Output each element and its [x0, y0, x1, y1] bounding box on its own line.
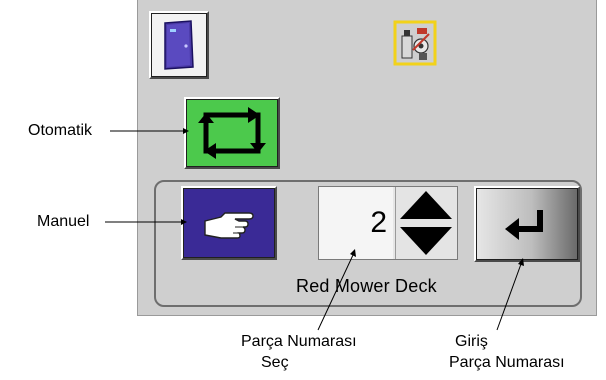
- arrow-up-icon[interactable]: [400, 191, 452, 219]
- callout-enter-line1: Giriş: [455, 333, 488, 350]
- enter-part-number-button[interactable]: [474, 186, 580, 262]
- arrow-down-icon[interactable]: [400, 227, 452, 255]
- callout-manual: Manuel: [37, 213, 90, 230]
- cycle-arrows-icon: [198, 107, 266, 159]
- part-number-selector: 2: [318, 186, 458, 260]
- callout-automatic: Otomatik: [28, 122, 93, 139]
- deck-control-group: [154, 180, 582, 307]
- part-number-stepper[interactable]: [395, 187, 457, 259]
- callout-part-select-line1: Parça Numarası: [241, 333, 357, 350]
- manual-mode-button[interactable]: [181, 186, 277, 260]
- enter-return-icon: [505, 210, 543, 240]
- control-panel: 2 Red Mower Deck: [137, 0, 597, 316]
- pointing-hand-icon: [204, 212, 254, 239]
- callout-part-select-line2: Seç: [261, 354, 289, 371]
- mower-system-icon: [393, 20, 437, 66]
- exit-door-button[interactable]: [149, 11, 209, 79]
- automatic-mode-button[interactable]: [184, 97, 280, 169]
- part-number-value: 2: [319, 187, 393, 259]
- deck-name-label: Red Mower Deck: [296, 276, 437, 296]
- callout-enter-line2: Parça Numarası: [449, 354, 565, 371]
- door-icon: [164, 20, 194, 70]
